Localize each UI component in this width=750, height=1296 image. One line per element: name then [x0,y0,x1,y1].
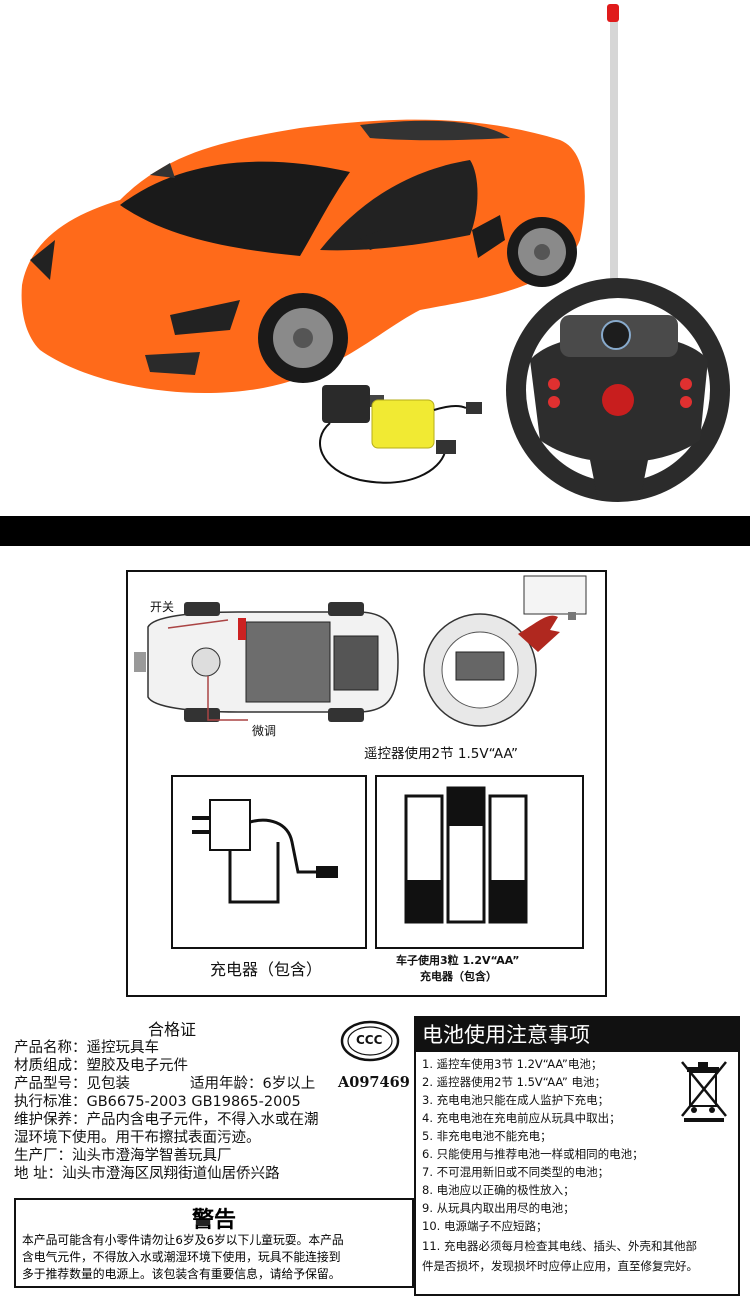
cert-number: A097469 [338,1074,410,1091]
remote-battery-note: 遥控器使用2节 1.5V“AA” [364,746,519,762]
diagram-artwork [134,575,587,949]
warning-line: 含电气元件，不得放入水或潮湿环境下使用，玩具不能连接到 [22,1250,341,1264]
ccc-text: CCC [356,1033,383,1047]
battery-item: 1. 遥控车使用3节 1.2V“AA”电池； [422,1057,603,1071]
battery-item: 9. 从玩具内取出用尽的电池； [422,1201,575,1215]
product-illustration [21,4,730,502]
instruction-sheet: 开关 微调 遥控器使用2节 1.5V“AA” 充电器（包含） 车子使用3粒 1.… [0,546,750,1296]
warning-body: 本产品可能含有小零件请勿让6岁及6岁以下儿童玩耍。本产品 含电气元件，不得放入水… [22,1232,406,1283]
battery-item: 10. 电源端子不应短路； [422,1219,548,1233]
batteries-drawing [404,786,528,924]
battery-item: 3. 充电电池只能在成人监护下充电； [422,1093,610,1107]
warning-heading: 警告 [191,1208,236,1233]
rc-car-image [21,119,585,394]
battery-item: 2. 遥控器使用2节 1.5V“AA” 电池； [422,1075,606,1089]
battery-item: 5. 非充电电池不能充电； [422,1129,552,1143]
battery-item: 件是否损坏，发现损坏时应停止应用，直至修复完好。 [422,1259,698,1273]
battery-notice-heading: 电池使用注意事项 [416,1018,738,1052]
cert-line: 产品型号：见包装 [14,1076,130,1092]
cert-line: 执行标准：GB6675-2003 GB19865-2005 [14,1094,301,1110]
warning-line: 多于推荐数量的电源上。该包装含有重要信息，请给予保留。 [22,1267,341,1281]
product-photo [0,0,750,516]
charger-caption: 充电器（包含） [210,960,323,979]
usage-diagram: 开关 微调 遥控器使用2节 1.5V“AA” 充电器（包含） 车子使用3粒 1.… [126,570,607,997]
battery-notice: 电池使用注意事项 1. 遥控车使用3节 1.2V“AA”电池； 2. 遥控器使用… [414,1016,740,1296]
warning-box: 警告 本产品可能含有小零件请勿让6岁及6岁以下儿童玩耍。本产品 含电气元件，不得… [14,1198,414,1288]
battery-item: 8. 电池应以正确的极性放入； [422,1183,575,1197]
cert-line: 产品名称：遥控玩具车 [14,1040,159,1056]
car-battery-caption-1: 车子使用3粒 1.2V“AA” [396,954,520,967]
battery-item: 4. 充电电池在充电前应从玩具中取出； [422,1111,621,1125]
cert-line: 湿环境下使用。用干布擦拭表面污迹。 [14,1130,261,1146]
cert-line: 维护保养：产品内含电子元件，不得入水或在潮 [14,1112,319,1128]
cert-line: 材质组成：塑胶及电子元件 [14,1058,188,1074]
cert-age: 适用年龄：6岁以上 [190,1076,316,1092]
switch-label: 开关 [150,600,175,614]
certificate-title: 合格证 [148,1020,197,1039]
steering-wheel-remote-image [506,4,730,502]
ccc-mark: CCC [340,1020,400,1062]
charger-drawing [192,799,338,904]
crossed-bin-icon [678,1056,730,1124]
battery-item: 7. 不可混用新旧或不同类型的电池； [422,1165,610,1179]
charger-and-battery-image [319,385,482,484]
battery-item: 6. 只能使用与推荐电池一样或相同的电池； [422,1147,644,1161]
car-underside-drawing [134,602,399,722]
warning-line: 本产品可能含有小零件请勿让6岁及6岁以下儿童玩耍。本产品 [22,1233,344,1247]
car-battery-caption-2: 充电器（包含） [420,970,497,983]
cert-line: 地 址：汕头市澄海区凤翔街道仙居侨兴路 [14,1166,280,1182]
fine-tune-label: 微调 [252,724,277,738]
cert-line: 生产厂：汕头市澄海学智善玩具厂 [14,1148,232,1164]
remote-back-drawing [423,575,587,727]
battery-item: 11. 充电器必须每月检查其电线、插头、外壳和其他部 [422,1239,697,1253]
